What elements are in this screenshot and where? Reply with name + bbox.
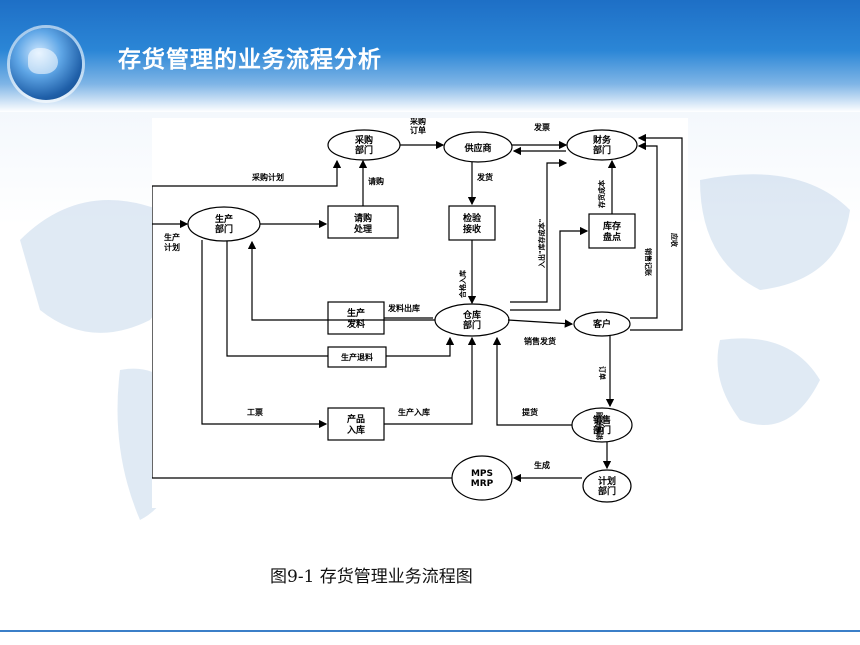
qualified-inbound-label: 合格入库	[458, 270, 467, 299]
product-inbound-label-2: 入库	[346, 424, 365, 436]
purchase-order-label-1: 采购	[409, 118, 426, 126]
invoice-label: 发票	[533, 122, 550, 132]
slide-title: 存货管理的业务流程分析	[118, 47, 382, 73]
requisition-label: 请购	[368, 176, 384, 186]
production-inbound-label: 生产入库	[398, 407, 430, 417]
production-dept-label-1: 生产	[215, 213, 233, 225]
sales-dept-label-1: 销售	[593, 414, 611, 426]
mrp-label: MRP	[471, 479, 494, 489]
flowchart-panel: 采购 部门 供应商 财务 部门 生产 部门 请购 处理 检验 接收 库存 盘点 …	[151, 116, 688, 508]
purchase-plan-label: 采购计划	[251, 172, 284, 182]
purchase-dept-label-2: 部门	[355, 144, 373, 156]
globe-logo	[10, 28, 82, 100]
sales-record-label: 销售记账	[644, 247, 653, 276]
warehouse-label-1: 仓库	[462, 309, 481, 321]
purchase-dept-label-1: 采购	[354, 134, 373, 146]
warehouse-label-2: 部门	[463, 319, 481, 331]
inbound-info-label: 入出"库存成本"	[537, 219, 546, 269]
purchase-request-label-2: 处理	[353, 223, 372, 235]
finance-dept-label-2: 部门	[593, 144, 611, 156]
production-return-label: 生产退料	[341, 352, 373, 362]
production-issue-label-1: 生产	[347, 307, 365, 319]
inventory-flowchart: 采购 部门 供应商 财务 部门 生产 部门 请购 处理 检验 接收 库存 盘点 …	[151, 116, 683, 503]
order-label: 订单	[598, 366, 607, 380]
supplier-label: 供应商	[463, 142, 491, 154]
production-plan-label-2: 计划	[164, 242, 180, 252]
delivery-label: 发货	[476, 172, 493, 182]
figure-caption: 图9-1 存货管理业务流程图	[270, 567, 473, 587]
sales-forecast-label: 销售预测	[595, 412, 604, 441]
mps-label: MPS	[471, 469, 493, 479]
customer-label: 客户	[592, 318, 611, 330]
purchase-order-label-2: 订单	[410, 125, 426, 135]
planning-dept-label-1: 计划	[598, 475, 616, 487]
sales-dept-label-2: 部门	[593, 424, 611, 436]
production-plan-label-1: 生产	[164, 232, 180, 242]
pickup-label: 提货	[522, 407, 538, 417]
sales-shipment-label: 销售发货	[524, 336, 556, 346]
planning-dept-label-2: 部门	[598, 485, 616, 497]
issue-outbound-label: 发料出库	[387, 303, 420, 313]
title-banner	[0, 0, 860, 112]
production-dept-label-2: 部门	[215, 223, 233, 235]
inspection-label-1: 检验	[463, 212, 482, 224]
inspection-label-2: 接收	[463, 223, 481, 235]
inventory-count-label-1: 库存	[603, 220, 621, 232]
purchase-request-label-1: 请购	[354, 212, 372, 224]
receivable-label: 应收	[670, 233, 679, 248]
inventory-count-label-2: 盘点	[603, 231, 621, 243]
production-issue-label-2: 发料	[346, 318, 365, 330]
generate-label: 生成	[534, 460, 550, 470]
product-inbound-label-1: 产品	[347, 413, 365, 425]
work-ticket-label: 工票	[247, 407, 263, 417]
customer-node	[573, 311, 631, 337]
planning-dept-node	[582, 469, 632, 503]
finance-dept-label-1: 财务	[592, 134, 612, 146]
footer-rule	[0, 630, 860, 632]
production-return-box	[327, 346, 387, 368]
cost-info-label: 存货成本	[597, 180, 606, 208]
